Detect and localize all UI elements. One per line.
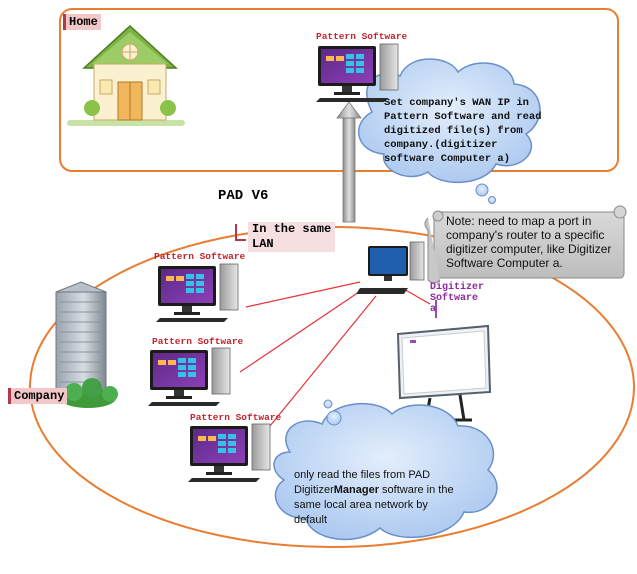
digitizer-label-line3: a — [430, 304, 437, 315]
pattern-software-computer-icon — [148, 347, 231, 406]
wan-cloud-line: Pattern Software and read — [384, 111, 542, 123]
pattern-software-computer-icon — [188, 423, 271, 482]
upload-arrow — [336, 101, 362, 223]
note-scroll — [424, 205, 627, 284]
note-line: digitizer computer, like Digitizer — [446, 242, 612, 256]
lan-cloud-software: software in the — [378, 484, 454, 496]
digitizer-software-label: Digitizer Software a — [430, 282, 484, 315]
home-label: Home — [63, 14, 101, 30]
pattern-software-label: Pattern Software — [190, 412, 282, 423]
company-building-icon — [55, 281, 118, 408]
wan-cloud-line: company.(digitizer — [384, 139, 498, 151]
digitizer-board-icon — [396, 324, 492, 422]
pad-title: PAD V6 — [218, 188, 269, 204]
house-icon — [67, 24, 185, 126]
wan-cloud-line: Set company's WAN IP in — [384, 97, 529, 109]
company-label: Company — [8, 388, 68, 404]
wan-cloud-text: Set company's WAN IP in Pattern Software… — [384, 96, 542, 166]
pattern-software-label: Pattern Software — [316, 31, 408, 42]
note-line: Note: need to map a port in — [446, 214, 592, 228]
pattern-software-label: Pattern Software — [154, 251, 246, 262]
lan-cloud-text: only read the files from PAD DigitizerMa… — [294, 468, 454, 528]
pattern-software-computer-icon — [316, 43, 399, 102]
lan-cloud-manager: Manager — [333, 484, 379, 496]
wan-cloud-line: digitized file(s) from — [384, 125, 523, 137]
note-scroll-text: Note: need to map a port in company's ro… — [446, 214, 611, 270]
lan-cloud-line: only read the files from PAD — [294, 469, 431, 481]
pattern-software-label: Pattern Software — [152, 336, 244, 347]
lan-cloud-line: same local area network by — [294, 499, 428, 511]
digitizer-computer-icon — [356, 241, 425, 294]
lan-cloud — [273, 399, 498, 541]
note-line: Software Computer a. — [446, 256, 563, 270]
lan-cloud-line: default — [294, 514, 328, 526]
lan-tag: In the same LAN — [248, 222, 336, 252]
lan-tag-line2: LAN — [252, 237, 274, 251]
lan-tag-line1: In the same — [252, 222, 332, 236]
wan-cloud — [357, 58, 541, 204]
lan-tag-bracket — [235, 224, 246, 241]
digitizer-label-line1: Digitizer — [430, 282, 485, 293]
note-line: company's router to a specific — [446, 228, 605, 242]
lan-connections — [239, 281, 431, 449]
lan-cloud-line: DigitizerManager software in the — [294, 483, 454, 498]
wan-cloud-line: software Computer a) — [384, 153, 511, 165]
lan-cloud-digitizer: Digitizer — [294, 484, 334, 496]
digitizer-label-line2: Software — [430, 293, 479, 304]
pattern-software-computer-icon — [156, 263, 239, 322]
